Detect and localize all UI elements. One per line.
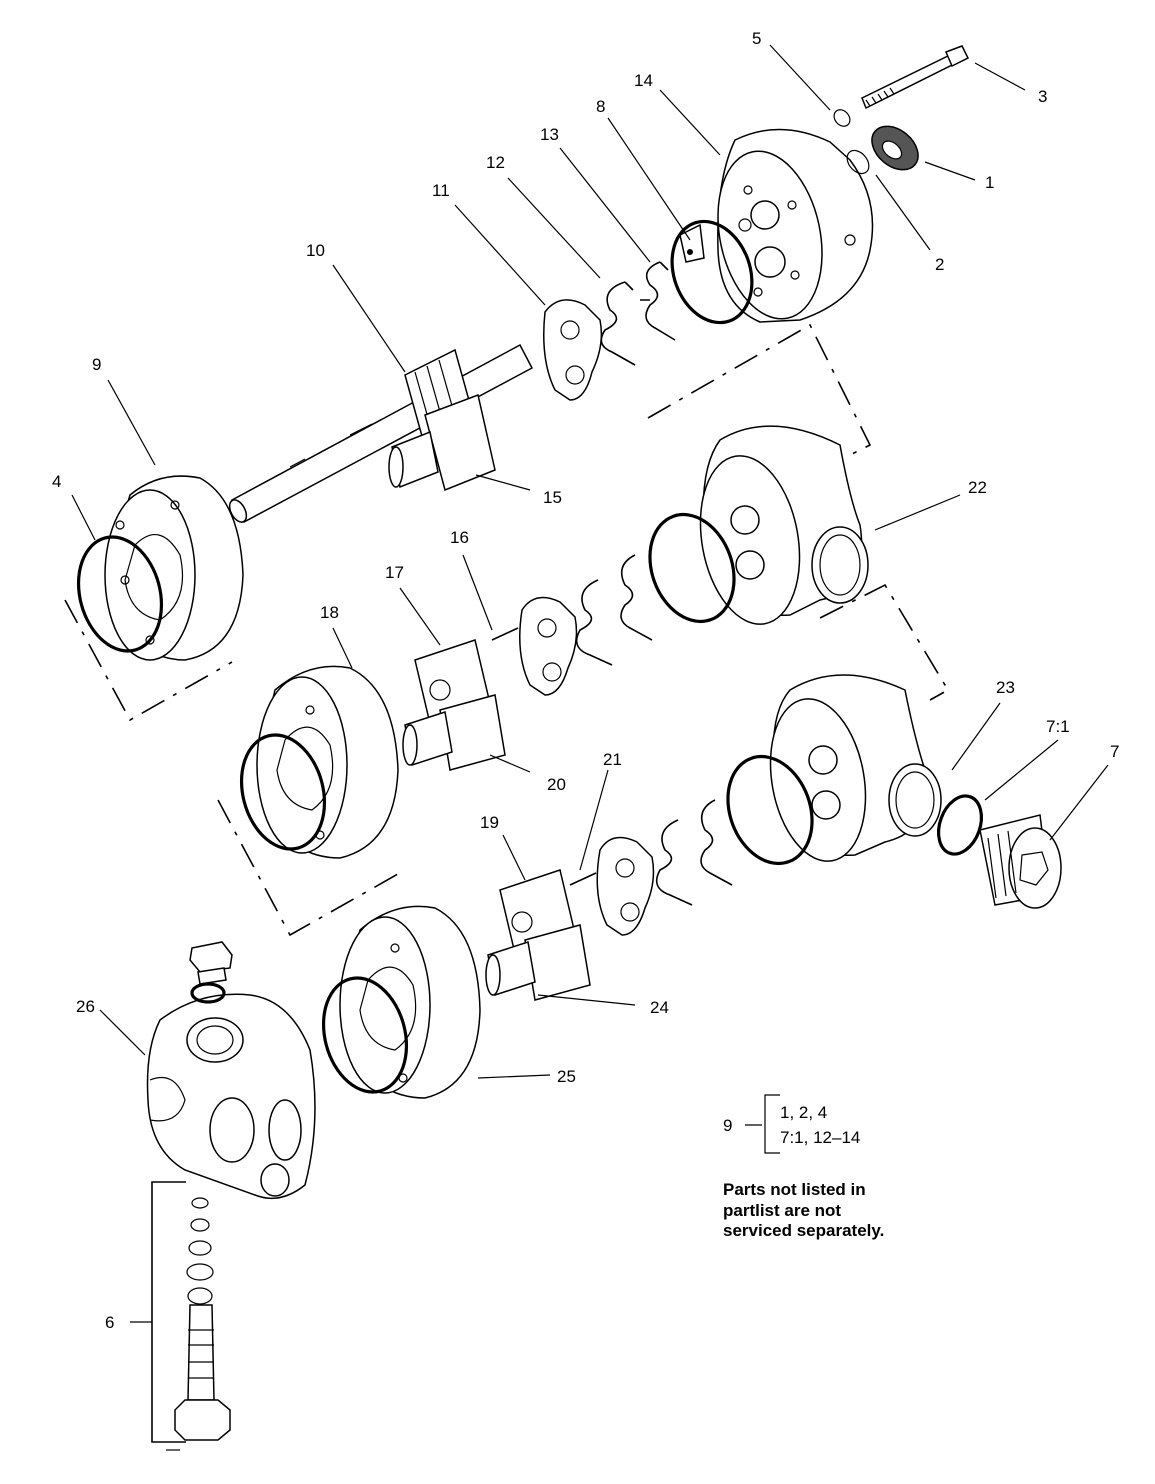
kit-parts-line-2: 7:1, 12–14 xyxy=(780,1128,860,1147)
callout-25: 24 xyxy=(650,998,669,1017)
callout-labels: 5 3 1 2 14 8 13 12 11 10 9 15 4 22 16 17… xyxy=(52,29,1119,1332)
callout-27: 26 xyxy=(76,997,95,1016)
gear-housing-part-26 xyxy=(339,905,481,1099)
thrust-plate-middle xyxy=(519,596,578,696)
o-ring-part-4 xyxy=(76,535,164,653)
callout-19: 18 xyxy=(320,603,339,622)
callout-18: 17 xyxy=(385,563,404,582)
gear-part-21 xyxy=(402,694,506,771)
callout-6: 6 xyxy=(105,1313,114,1332)
callout-26: 25 xyxy=(557,1067,576,1086)
body-part-24 xyxy=(769,674,942,862)
callout-1: 1 xyxy=(985,173,994,192)
seal-part-14 xyxy=(640,261,676,341)
kit-parts-line-1: 1, 2, 4 xyxy=(780,1103,827,1122)
o-ring-part-7-1 xyxy=(936,794,984,856)
dowel-part-17 xyxy=(491,627,519,641)
callout-5: 5 xyxy=(752,29,761,48)
seal-rear-2 xyxy=(655,819,693,906)
washer-part-5 xyxy=(833,109,851,127)
seal-part-13 xyxy=(600,281,636,366)
gear-housing-part-19 xyxy=(256,665,399,859)
plug-top xyxy=(189,941,233,985)
gear-part-25 xyxy=(485,924,591,1001)
end-housing-part-27 xyxy=(146,993,316,1200)
callout-17: 16 xyxy=(450,528,469,547)
callout-7: 7 xyxy=(1110,742,1119,761)
front-cover-part-15 xyxy=(717,128,874,323)
seal-middle-1 xyxy=(620,554,653,641)
rear-cover-part-10 xyxy=(104,475,244,661)
callout-10: 9 xyxy=(92,355,101,374)
relief-valve-part-6 xyxy=(174,1197,231,1441)
callout-12: 11 xyxy=(432,181,450,200)
callout-20: 19 xyxy=(480,813,499,832)
plug-part-7 xyxy=(979,814,1062,909)
alignment-line-1 xyxy=(647,323,872,456)
o-ring-rear-1 xyxy=(726,754,814,866)
callout-21: 20 xyxy=(547,775,566,794)
note-line-1: Parts not listed in xyxy=(723,1180,866,1199)
alignment-line-4 xyxy=(217,799,406,937)
note-line-2: partlist are not xyxy=(723,1201,841,1220)
service-note: Parts not listed in partlist are not ser… xyxy=(723,1180,884,1240)
callout-14: 13 xyxy=(540,125,559,144)
callout-3: 3 xyxy=(1038,87,1047,106)
seal-part-1 xyxy=(871,125,919,171)
o-ring-middle-2 xyxy=(239,733,327,851)
note-line-3: serviced separately. xyxy=(723,1221,884,1240)
driven-gear-part-16 xyxy=(388,393,496,492)
alignment-line-3 xyxy=(819,583,950,701)
leader-lines xyxy=(71,44,1109,1451)
seal-rear-1 xyxy=(700,799,733,886)
callout-2: 2 xyxy=(935,255,944,274)
thrust-plate-rear xyxy=(596,836,655,936)
callout-8: 8 xyxy=(596,97,605,116)
callout-22: 21 xyxy=(603,750,622,769)
kit-callout-9: 9 xyxy=(723,1116,732,1135)
seal-middle-2 xyxy=(575,579,613,666)
callout-13: 12 xyxy=(486,153,505,172)
o-ring-top-plug xyxy=(190,982,226,1004)
callout-23: 22 xyxy=(968,478,987,497)
kit-bracket: 9 10 9 1, 2, 4 7:1, 12–14 xyxy=(723,1094,860,1154)
callout-15: 14 xyxy=(634,71,653,90)
callout-7-1: 7:1 xyxy=(1046,717,1070,736)
callout-24: 23 xyxy=(996,678,1015,697)
dowel-part-22 xyxy=(569,872,597,886)
alignment-line-2 xyxy=(64,599,233,722)
bolt-part-3 xyxy=(861,45,970,110)
callout-16: 15 xyxy=(543,488,562,507)
callout-11: 10 xyxy=(306,241,325,260)
center-body-part-23 xyxy=(699,425,869,625)
o-ring-part-2 xyxy=(846,149,870,175)
callout-4: 4 xyxy=(52,472,61,491)
o-ring-part-14-large xyxy=(670,219,754,325)
o-ring-middle-1 xyxy=(648,512,736,624)
o-ring-rear-2 xyxy=(321,976,409,1094)
thrust-plate-part-12 xyxy=(543,299,603,401)
